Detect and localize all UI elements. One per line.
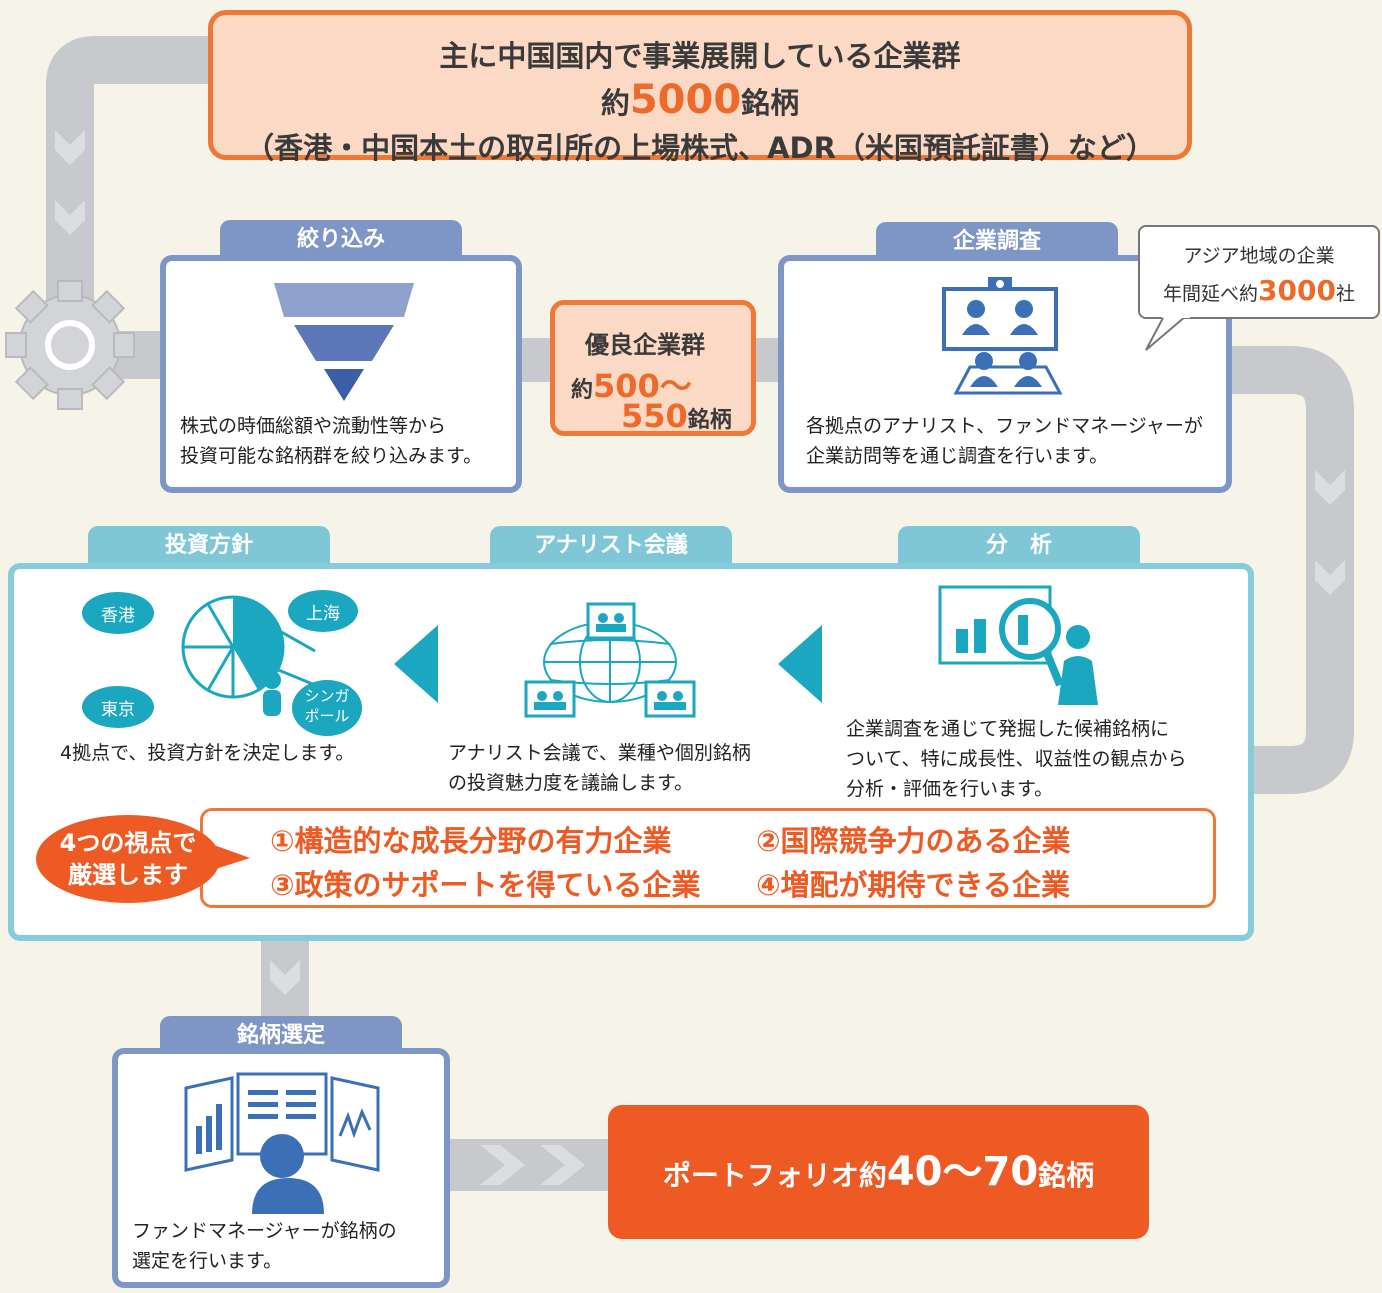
research-callout-prefix: 年間延べ約 bbox=[1163, 283, 1259, 305]
quality-group-range-start: 500〜 bbox=[593, 367, 692, 405]
criteria-item-1: ①構造的な成長分野の有力企業 bbox=[270, 824, 672, 858]
globe-meeting-icon bbox=[524, 602, 696, 718]
screen-icon-right bbox=[644, 680, 696, 718]
analyst-meeting-desc-1: アナリスト会議で、業種や個別銘柄 bbox=[448, 742, 751, 764]
funnel-icon bbox=[274, 283, 414, 401]
research-callout-line1: アジア地域の企業 bbox=[1183, 245, 1335, 267]
analysis-desc-3: 分析・評価を行います。 bbox=[846, 778, 1054, 800]
research-callout-number: 3000 bbox=[1258, 274, 1336, 307]
city-bubble-tokyo bbox=[82, 686, 154, 728]
company-research-desc-1: 各拠点のアナリスト、ファンドマネージャーが bbox=[806, 415, 1203, 437]
city-bubble-shanghai bbox=[288, 590, 358, 632]
tab-analysis: 分 析 bbox=[898, 526, 1140, 568]
city-label-tokyo: 東京 bbox=[101, 700, 135, 720]
research-callout-suffix: 社 bbox=[1335, 283, 1355, 305]
city-label-shanghai: 上海 bbox=[306, 604, 340, 624]
city-label-singapore: シンガ ポール bbox=[292, 686, 362, 726]
analyst-meeting-desc-2: の投資魅力度を議論します。 bbox=[448, 772, 694, 794]
portfolio-box: ポートフォリオ約40〜70銘柄 bbox=[608, 1105, 1149, 1239]
analysis-magnifier-icon bbox=[938, 585, 1098, 705]
presenter-icons bbox=[263, 626, 281, 716]
universe-count-suffix: 銘柄 bbox=[741, 86, 800, 120]
universe-count: 約5000銘柄 bbox=[213, 77, 1187, 123]
criteria-box bbox=[200, 808, 1216, 908]
tab-investment-policy: 投資方針 bbox=[88, 526, 330, 568]
quality-group-range-end: 550 bbox=[621, 397, 688, 435]
stock-selection-desc-1: ファンドマネージャーが銘柄の bbox=[132, 1220, 397, 1242]
city-label-singapore-1: シンガ bbox=[304, 687, 350, 705]
screening-desc-2: 投資可能な銘柄群を絞り込みます。 bbox=[180, 445, 483, 467]
pipe-chevrons bbox=[55, 130, 1345, 1185]
criteria-label-2: 厳選します bbox=[68, 861, 188, 889]
quality-group-prefix: 約 bbox=[571, 378, 594, 403]
city-bubble-hongkong bbox=[82, 592, 154, 634]
screen-icon-left bbox=[524, 680, 576, 718]
analysis-desc-2: ついて、特に成長性、収益性の観点から bbox=[846, 748, 1187, 770]
portfolio-number: 40〜70 bbox=[886, 1149, 1039, 1195]
pipe-top-left bbox=[46, 36, 215, 330]
portfolio-suffix: 銘柄 bbox=[1038, 1159, 1095, 1192]
investment-policy-illustration bbox=[181, 595, 316, 716]
fund-manager-icon bbox=[184, 1072, 380, 1178]
stock-selection-box: ファンドマネージャーが銘柄の 選定を行います。 bbox=[112, 1048, 450, 1288]
arrow-left-icon bbox=[394, 625, 438, 703]
criteria-item-3: ③政策のサポートを得ている企業 bbox=[270, 868, 701, 902]
quality-group-suffix: 銘柄 bbox=[687, 408, 732, 433]
quality-group-title: 優良企業群 bbox=[585, 331, 705, 359]
investment-policy-desc: 4拠点で、投資方針を決定します。 bbox=[60, 742, 355, 764]
universe-count-prefix: 約 bbox=[600, 86, 630, 120]
pipe-right bbox=[1230, 346, 1354, 794]
tab-analyst-meeting: アナリスト会議 bbox=[490, 526, 732, 568]
universe-title: 主に中国国内で事業展開している企業群 bbox=[439, 39, 961, 73]
analysis-desc-1: 企業調査を通じて発掘した候補銘柄に bbox=[846, 718, 1170, 740]
criteria-item-4: ④増配が期待できる企業 bbox=[756, 868, 1070, 902]
stock-selection-desc-2: 選定を行います。 bbox=[132, 1250, 283, 1272]
research-callout: アジア地域の企業 年間延べ約3000社 bbox=[1138, 225, 1380, 319]
criteria-item-2: ②国際競争力のある企業 bbox=[756, 824, 1071, 858]
arrow-left-icon-2 bbox=[778, 625, 822, 703]
city-label-hongkong: 香港 bbox=[101, 606, 135, 626]
universe-detail: （香港・中国本土の取引所の上場株式、ADR（米国預託証書）など） bbox=[245, 131, 1155, 165]
company-research-desc-2: 企業訪問等を通じ調査を行います。 bbox=[806, 445, 1109, 467]
callout-tail bbox=[1145, 312, 1190, 351]
gear-icon bbox=[5, 280, 135, 410]
screening-desc-1: 株式の時価総額や流動性等から bbox=[180, 415, 447, 437]
city-label-singapore-2: ポール bbox=[304, 707, 350, 725]
video-conference-icon bbox=[942, 277, 1063, 395]
criteria-label: 4つの視点で 厳選します bbox=[36, 815, 220, 903]
screening-box: 株式の時価総額や流動性等から 投資可能な銘柄群を絞り込みます。 bbox=[160, 255, 522, 493]
universe-banner: 主に中国国内で事業展開している企業群 約5000銘柄 （香港・中国本土の取引所の… bbox=[208, 10, 1192, 165]
fund-manager-body bbox=[252, 1178, 324, 1214]
criteria-label-1: 4つの視点で bbox=[59, 829, 197, 857]
quality-group-badge: 優良企業群 約500〜 550銘柄 bbox=[550, 300, 756, 436]
city-bubble-singapore bbox=[292, 680, 362, 736]
universe-count-number: 5000 bbox=[629, 77, 742, 123]
screen-icon-top bbox=[586, 602, 636, 640]
portfolio-prefix: ポートフォリオ約 bbox=[662, 1159, 887, 1192]
